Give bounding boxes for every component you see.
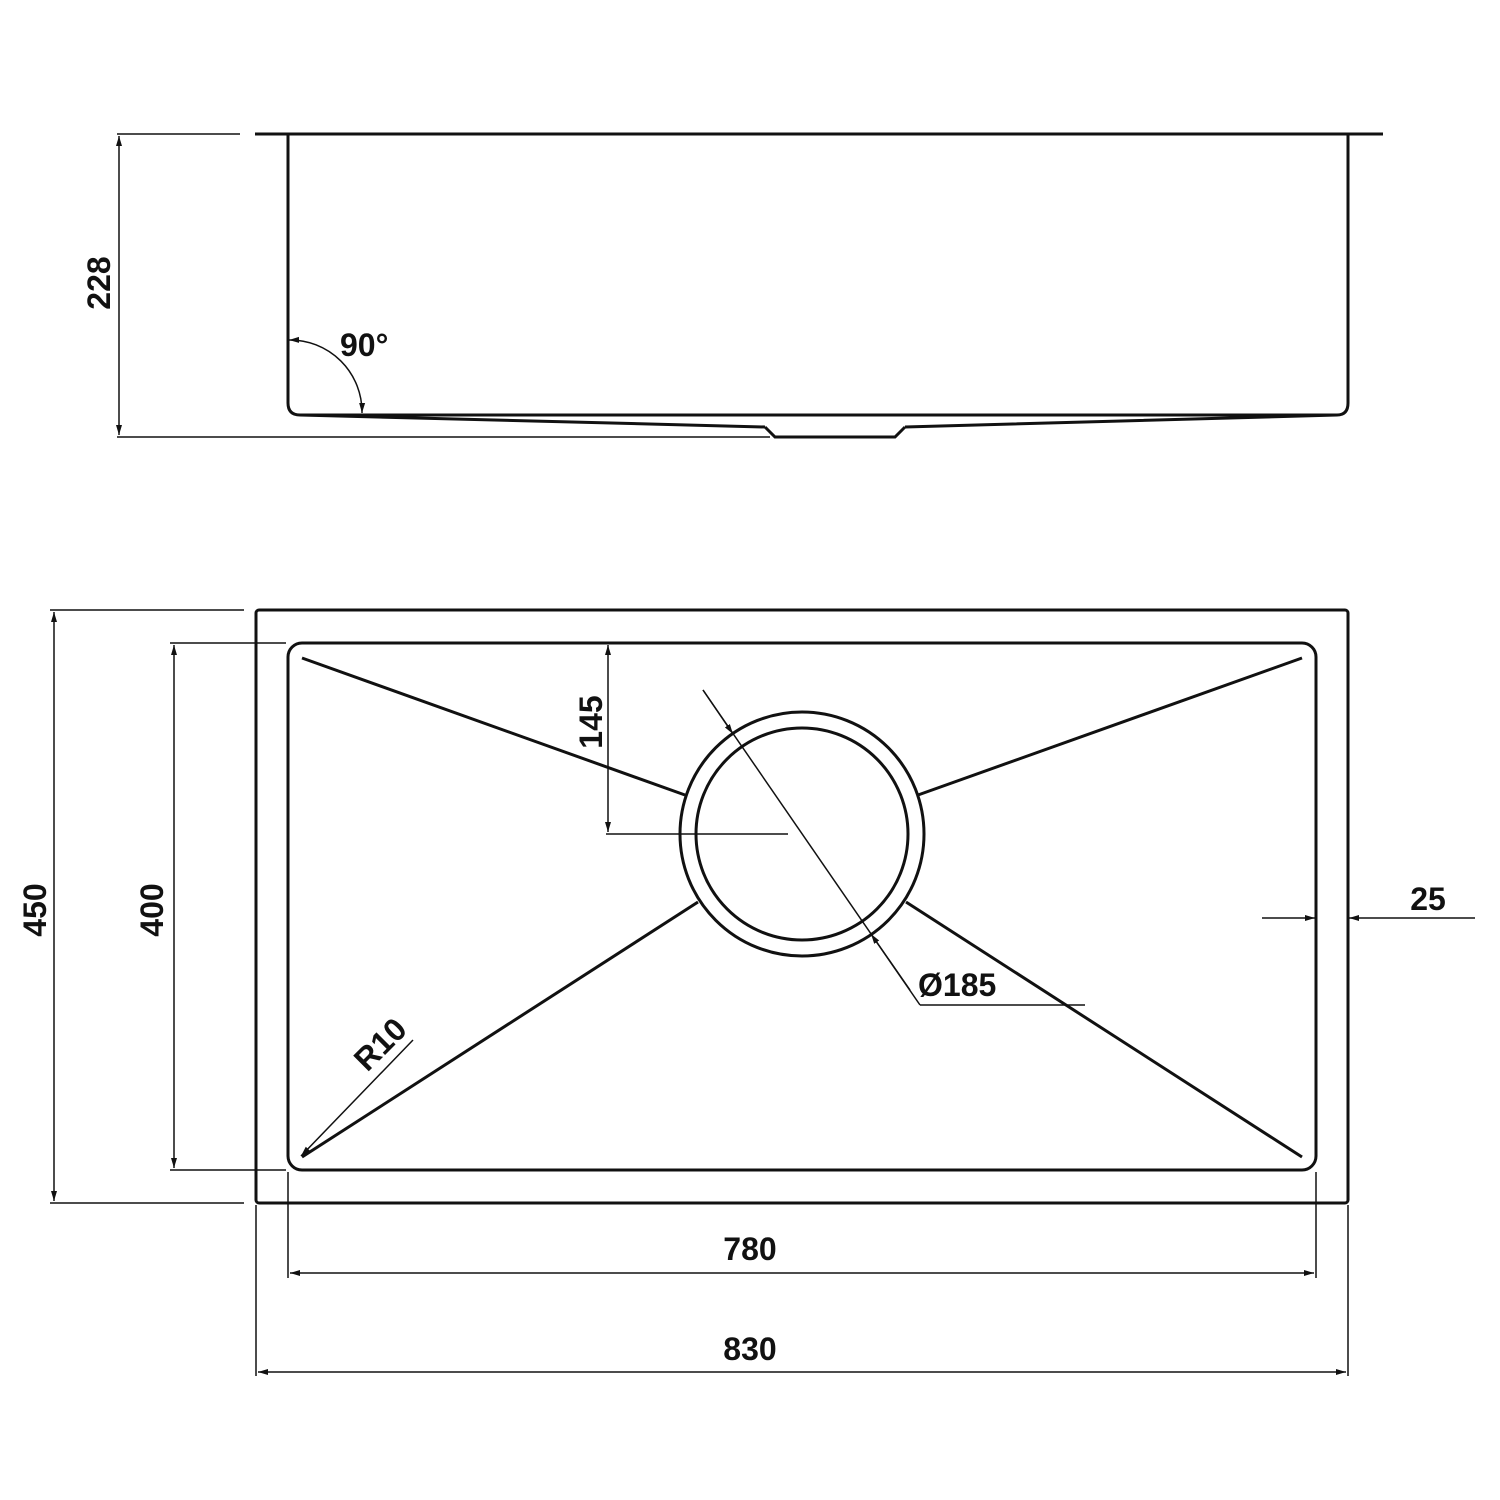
- total-depth-label: 450: [17, 883, 53, 936]
- drain-diameter-arrow-a: [702, 689, 734, 735]
- slope-line-top-right: [917, 656, 1303, 797]
- flange-width-label: 25: [1410, 881, 1446, 917]
- total-length-label: 830: [723, 1331, 776, 1367]
- inner-length-label: 780: [723, 1231, 776, 1267]
- side-angle-arc: [288, 336, 366, 414]
- top-inner-bowl: [286, 641, 1318, 1172]
- corner-radius-label: R10: [347, 1011, 414, 1078]
- slope-line-bottom-left: [301, 900, 699, 1159]
- side-view: 228 90°: [81, 132, 1383, 439]
- drain-diameter-arrow-b: [870, 933, 911, 991]
- side-drain-outlet: [763, 425, 907, 439]
- drain-diameter-label: Ø185: [918, 967, 996, 1003]
- side-bowl-outline: [286, 134, 1350, 417]
- side-depth-label: 228: [81, 256, 117, 309]
- drain-offset-label: 145: [573, 695, 609, 748]
- slope-line-top-left: [301, 656, 686, 797]
- side-angle-label: 90°: [340, 327, 388, 363]
- corner-radius-leader: [300, 1039, 414, 1157]
- top-view: 450 400 145 Ø185 R10 25 780 830: [17, 608, 1475, 1376]
- inner-depth-label: 400: [134, 883, 170, 936]
- top-outer-flange: [254, 608, 1350, 1205]
- slope-line-bottom-right: [905, 900, 1303, 1159]
- side-sloped-bottom: [299, 413, 1338, 429]
